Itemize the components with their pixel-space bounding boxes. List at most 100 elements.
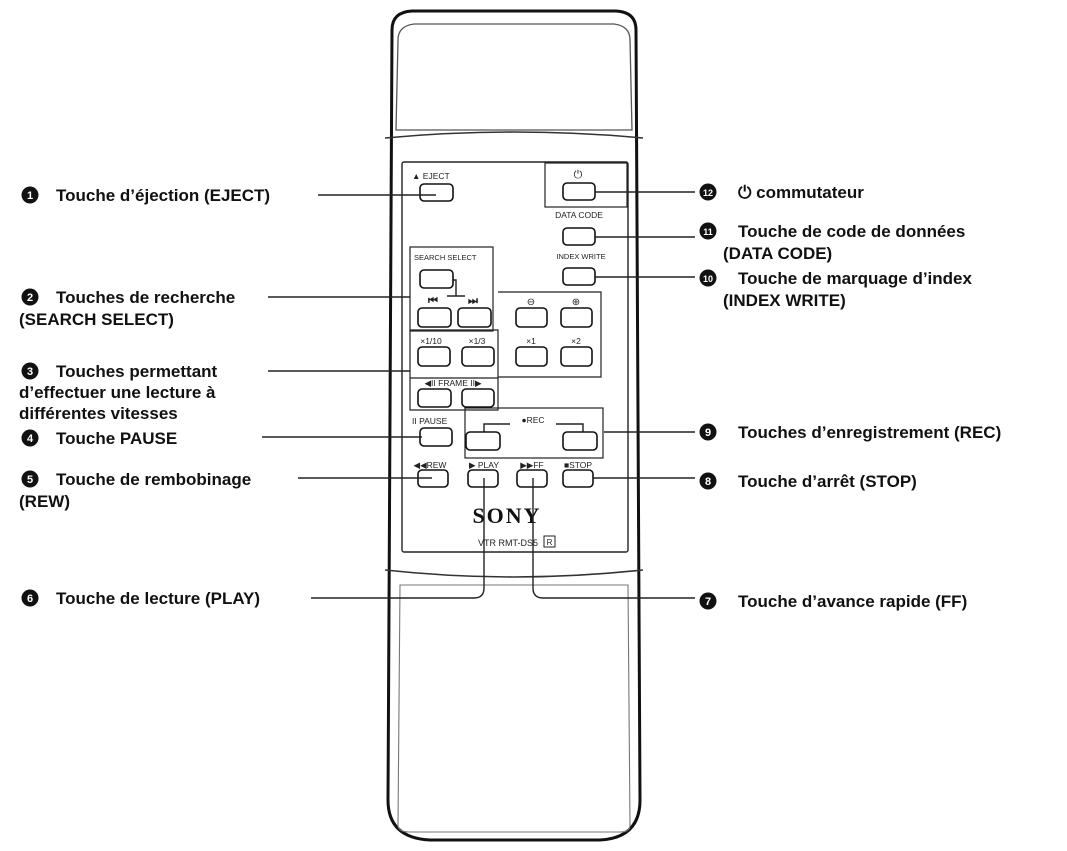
rec-right-button[interactable] <box>562 431 598 451</box>
brand-logo: SONY <box>472 503 541 528</box>
callout-number: 12 <box>703 188 713 198</box>
callout-number-badge: 3 <box>21 362 39 380</box>
callout-11: 11 Touche de code de données (DATA CODE) <box>699 222 965 263</box>
callout-2: 2 Touches de recherche (SEARCH SELECT) <box>19 288 235 329</box>
play-button[interactable] <box>467 469 499 488</box>
callout-6: 6 Touche de lecture (PLAY) <box>21 589 260 608</box>
callout-number-badge: 2 <box>21 288 39 306</box>
frame-forward-button[interactable] <box>461 388 495 408</box>
eject-button[interactable] <box>419 183 454 202</box>
minus-button[interactable] <box>515 307 548 328</box>
callout-text: Touche d’arrêt (STOP) <box>738 472 917 491</box>
stop-label: ■STOP <box>564 460 592 470</box>
callout-3: 3 Touches permettant d’effectuer une lectu… <box>19 362 218 423</box>
callout-10: 10 Touche de marquage d’index (INDEX WRITE… <box>699 269 972 310</box>
speed-frame <box>410 291 602 378</box>
callout-number: 6 <box>27 593 33 605</box>
callout-text: Touche de rembobinage <box>56 470 251 489</box>
callout-text: Touche d’éjection (EJECT) <box>56 186 270 205</box>
callout-text: Touche de code de données <box>738 222 965 241</box>
callout-text: Touche de marquage d’index <box>738 269 972 288</box>
callout-number: 8 <box>705 476 711 488</box>
callout-number-badge: 9 <box>699 423 717 441</box>
next-label: ⏭ <box>468 295 478 307</box>
callout-number-badge: 11 <box>699 222 717 240</box>
callout-4: 4 Touche PAUSE <box>21 429 177 448</box>
ff-button[interactable] <box>516 469 548 488</box>
callout-number-badge: 6 <box>21 589 39 607</box>
x1-3-label: ×1/3 <box>469 336 486 346</box>
callout-number-badge: 7 <box>699 592 717 610</box>
callout-text: Touche d’avance rapide (FF) <box>738 592 967 611</box>
rec-left-button[interactable] <box>465 431 501 451</box>
callout-12: 12 ⏻ commutateur <box>699 183 864 202</box>
callout-text: Touche PAUSE <box>56 429 177 448</box>
model-mark-box <box>543 535 556 548</box>
x1-3-button[interactable] <box>461 346 495 367</box>
callout-text: (SEARCH SELECT) <box>19 310 174 329</box>
rec-frame <box>464 407 604 459</box>
ff-label: ▶▶FF <box>520 460 543 470</box>
callout-text: Touche de lecture (PLAY) <box>56 589 260 608</box>
x1-10-button[interactable] <box>417 346 451 367</box>
pause-label: II PAUSE <box>412 416 448 426</box>
next-button[interactable] <box>457 307 492 328</box>
pause-button[interactable] <box>419 427 453 447</box>
index-write-button[interactable] <box>562 267 596 286</box>
play-label: ▶ PLAY <box>469 460 499 470</box>
power-button[interactable] <box>562 182 596 201</box>
callout-text: Touches d’enregistrement (REC) <box>738 423 1001 442</box>
plus-button[interactable] <box>560 307 593 328</box>
callout-1: 1 Touche d’éjection (EJECT) <box>21 186 270 205</box>
callout-number: 2 <box>27 292 33 304</box>
leader-lines <box>262 191 695 599</box>
callout-7: 7 Touche d’avance rapide (FF) <box>699 592 967 611</box>
search-frame <box>409 246 494 332</box>
callout-number: 10 <box>703 274 713 284</box>
callout-text: différentes vitesses <box>19 404 178 423</box>
callout-text: (DATA CODE) <box>723 244 832 263</box>
callout-number: 1 <box>27 190 33 202</box>
eject-label: ▲ EJECT <box>412 171 450 181</box>
prev-button[interactable] <box>417 307 452 328</box>
frame-reverse-button[interactable] <box>417 388 452 408</box>
x1-10-label: ×1/10 <box>420 336 442 346</box>
minus-label: ⊖ <box>527 297 535 308</box>
callout-number: 4 <box>27 433 34 445</box>
stop-button[interactable] <box>562 469 594 488</box>
callout-8: 8 Touche d’arrêt (STOP) <box>699 472 917 491</box>
data-code-button[interactable] <box>562 227 596 246</box>
x1-label: ×1 <box>526 336 536 346</box>
search-select-label: SEARCH SELECT <box>414 253 477 262</box>
callout-number-badge: 4 <box>21 429 39 447</box>
callout-number: 5 <box>27 474 33 486</box>
callout-5: 5 Touche de rembobinage (REW) <box>19 470 251 511</box>
callout-number-badge: 1 <box>21 186 39 204</box>
data-code-label: DATA CODE <box>555 210 603 220</box>
model-mark: R <box>547 538 553 547</box>
callout-number-badge: 12 <box>699 183 717 201</box>
callout-number: 7 <box>705 596 711 608</box>
search-select-button[interactable] <box>419 269 454 289</box>
callout-number: 11 <box>703 227 713 237</box>
rec-label: ●REC <box>521 415 544 425</box>
rew-label: ◀◀REW <box>414 460 447 470</box>
remote-body <box>384 9 644 842</box>
callout-text: Touches de recherche <box>56 288 235 307</box>
callout-number: 9 <box>705 427 711 439</box>
model-label: VTR RMT-DS5 <box>478 538 538 548</box>
callout-text: ⏻ commutateur <box>738 183 864 202</box>
x1-button[interactable] <box>515 346 548 367</box>
x2-button[interactable] <box>560 346 593 367</box>
plus-label: ⊕ <box>572 297 580 308</box>
prev-label: ⏮ <box>428 295 438 307</box>
callout-number: 3 <box>27 366 33 378</box>
x2-label: ×2 <box>571 336 581 346</box>
callout-text: (REW) <box>19 492 70 511</box>
callout-text: Touches permettant <box>56 362 218 381</box>
callout-text: d’effectuer une lecture à <box>19 383 216 402</box>
callout-text: (INDEX WRITE) <box>723 291 846 310</box>
callout-9: 9 Touches d’enregistrement (REC) <box>699 423 1001 442</box>
